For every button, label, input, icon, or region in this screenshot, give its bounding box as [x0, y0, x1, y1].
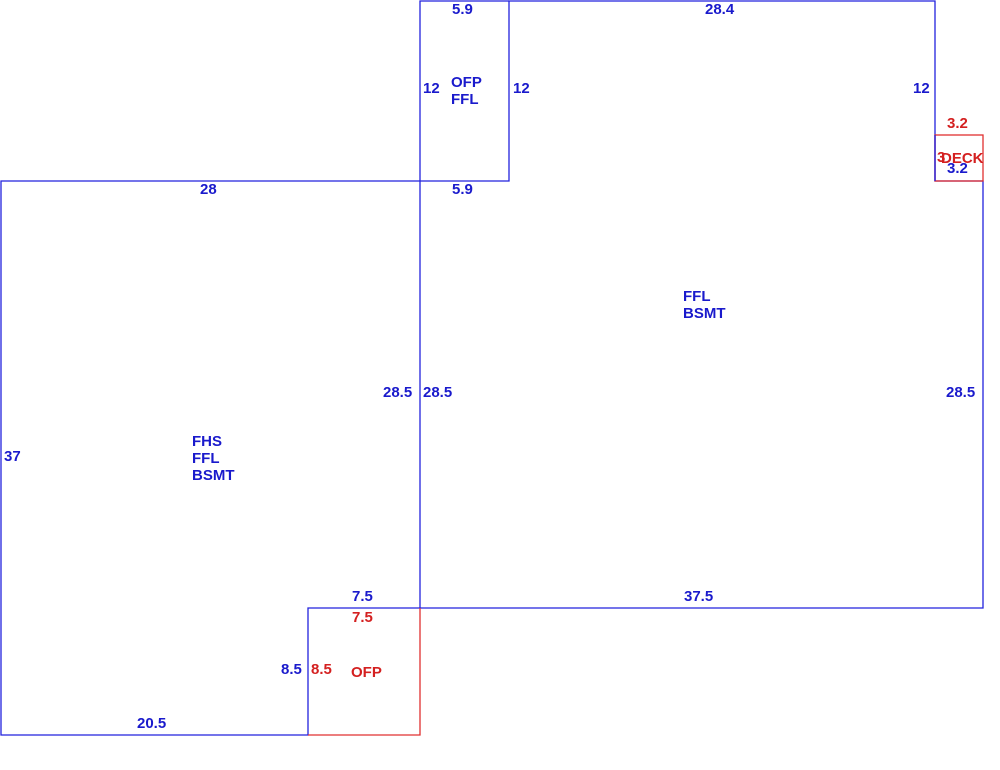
addition-label-2: BSMT — [683, 305, 726, 322]
dim-deck-bottom: 3.2 — [947, 160, 968, 177]
dim-porch-top-left: 12 — [423, 80, 440, 97]
top-porch-outline — [419, 0, 509, 181]
bottom-porch-label: OFP — [351, 664, 382, 681]
dim-addition-left: 28.5 — [423, 384, 452, 401]
addition-outline — [420, 0, 984, 609]
dim-porch-bottom-red-top: 7.5 — [352, 609, 373, 626]
dim-porch-top-bottom: 5.9 — [452, 181, 473, 198]
dim-main-right: 28.5 — [383, 384, 412, 401]
main-house-label-3: BSMT — [192, 467, 235, 484]
dim-addition-right-upper: 12 — [913, 80, 930, 97]
addition-label-1: FFL — [683, 288, 711, 305]
dim-porch-bottom-blue-top: 7.5 — [352, 588, 373, 605]
bottom-porch-outline — [308, 608, 421, 736]
dim-porch-top-top: 5.9 — [452, 1, 473, 18]
main-house-label-1: FHS — [192, 433, 222, 450]
dim-porch-bottom-blue-left: 8.5 — [281, 661, 302, 678]
top-porch-label-1: OFP — [451, 74, 482, 91]
dim-porch-bottom-red-left: 8.5 — [311, 661, 332, 678]
dim-main-bottom: 20.5 — [137, 715, 166, 732]
dim-main-top: 28 — [200, 181, 217, 198]
dim-addition-top: 28.4 — [705, 1, 735, 18]
dim-deck-top: 3.2 — [947, 115, 968, 132]
dim-porch-top-right: 12 — [513, 80, 530, 97]
top-porch-label-2: FFL — [451, 91, 479, 108]
deck-label: DECK — [941, 150, 984, 167]
deck-leading-char: 3 — [937, 149, 945, 166]
dim-main-left: 37 — [4, 448, 21, 465]
dim-addition-bottom: 37.5 — [684, 588, 713, 605]
main-house-label-2: FFL — [192, 450, 220, 467]
dim-addition-right: 28.5 — [946, 384, 975, 401]
